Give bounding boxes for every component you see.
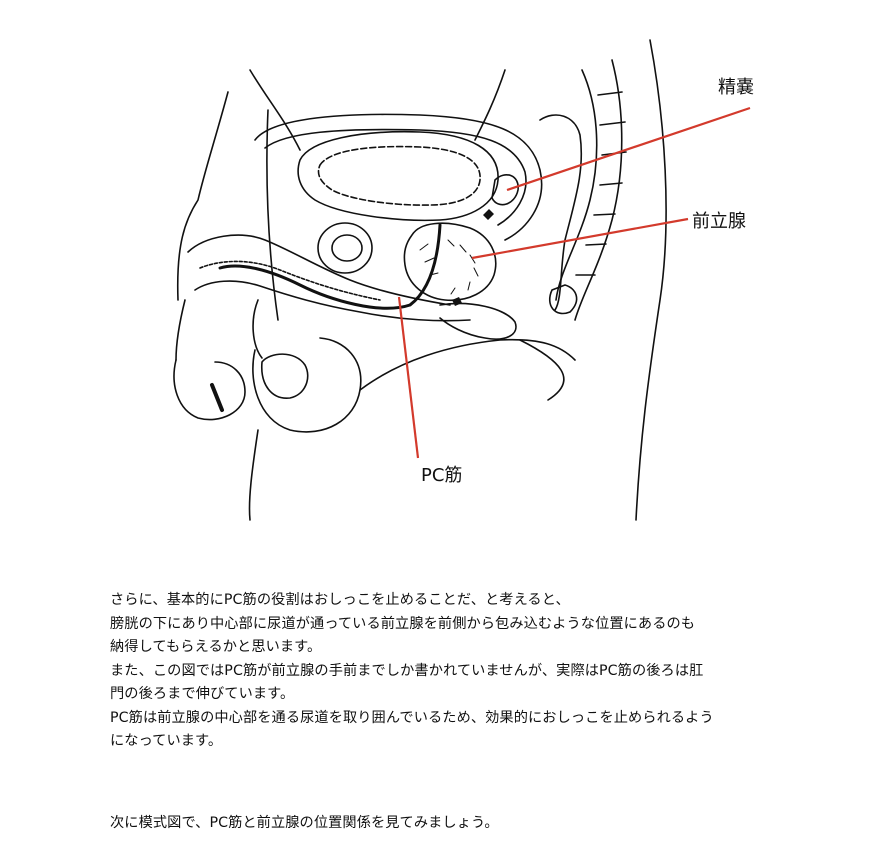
penis-top — [187, 234, 451, 306]
scrotum — [252, 337, 362, 433]
testis — [261, 353, 309, 399]
penis-shaft-lower — [175, 299, 186, 361]
buttock-outline — [635, 39, 667, 521]
leader-pc-muscle — [397, 296, 420, 459]
text-line: になっています。 — [110, 733, 223, 749]
label-prostate: 前立腺 — [692, 211, 746, 232]
rectum-back — [574, 59, 623, 321]
explanation-paragraph: さらに、基本的にPC筋の役割はおしっこを止めることだ、と考えると、 膀胱の下にあ… — [110, 589, 790, 754]
label-pc-muscle: PC筋 — [421, 465, 462, 486]
glans-tip — [210, 383, 224, 412]
label-seminal-vesicle: 精嚢 — [718, 77, 754, 98]
corpus-spongiosum — [199, 260, 381, 301]
prostate-lobules — [419, 239, 479, 295]
abdomen-outline — [176, 91, 229, 301]
penis-bottom — [194, 280, 471, 322]
glans — [173, 359, 246, 421]
anatomy-diagram: 精嚢 前立腺 PC筋 — [173, 39, 754, 521]
epididymis — [252, 299, 263, 359]
text-line: PC筋は前立腺の中心部を通る尿道を取り囲んでいるため、効果的におしっこを止められ… — [110, 709, 714, 726]
pubic-bone-inner — [264, 128, 527, 226]
leader-lines — [397, 106, 751, 459]
urethra — [218, 223, 442, 310]
rectum-front — [555, 69, 598, 301]
text-line: 門の後ろまで伸びています。 — [110, 686, 295, 702]
text-line: 膀胱の下にあり中心部に尿道が通っている前立腺を前側から包み込むような位置にあるの… — [110, 615, 696, 632]
ureter — [474, 69, 506, 141]
closing-line: 次に模式図で、PC筋と前立腺の位置関係を見てみましょう。 — [110, 815, 499, 831]
perineal-skin — [359, 338, 576, 391]
coccyx — [539, 114, 583, 311]
prostate-gland — [403, 222, 497, 301]
thigh-front-outline — [248, 429, 259, 521]
text-line: さらに、基本的にPC筋の役割はおしっこを止めることだ、と考えると、 — [110, 592, 570, 608]
text-line: また、この図ではPC筋が前立腺の手前までしか書かれていませんが、実際はPC筋の後… — [110, 662, 704, 679]
pubic-symphysis — [317, 222, 373, 274]
pubic-bone — [254, 113, 543, 241]
bulb — [439, 302, 517, 340]
perineum-outline — [519, 339, 565, 401]
closing-paragraph: 次に模式図で、PC筋と前立腺の位置関係を見てみましょう。 — [110, 812, 790, 836]
bladder-lumen — [317, 145, 481, 206]
leader-seminal-vesicle — [506, 106, 751, 192]
seminal-vesicle — [491, 174, 519, 206]
sacrum-segments — [575, 91, 627, 276]
leader-prostate — [471, 217, 689, 260]
pubic-symphysis-inner — [331, 234, 363, 262]
vas-deferens — [249, 69, 301, 151]
bladder-wall — [297, 130, 499, 222]
anatomy-drawing — [173, 39, 667, 521]
colon-loop — [548, 284, 578, 315]
spermatic-cord — [266, 109, 279, 321]
text-line: 納得してもらえるかと思います。 — [110, 639, 322, 655]
